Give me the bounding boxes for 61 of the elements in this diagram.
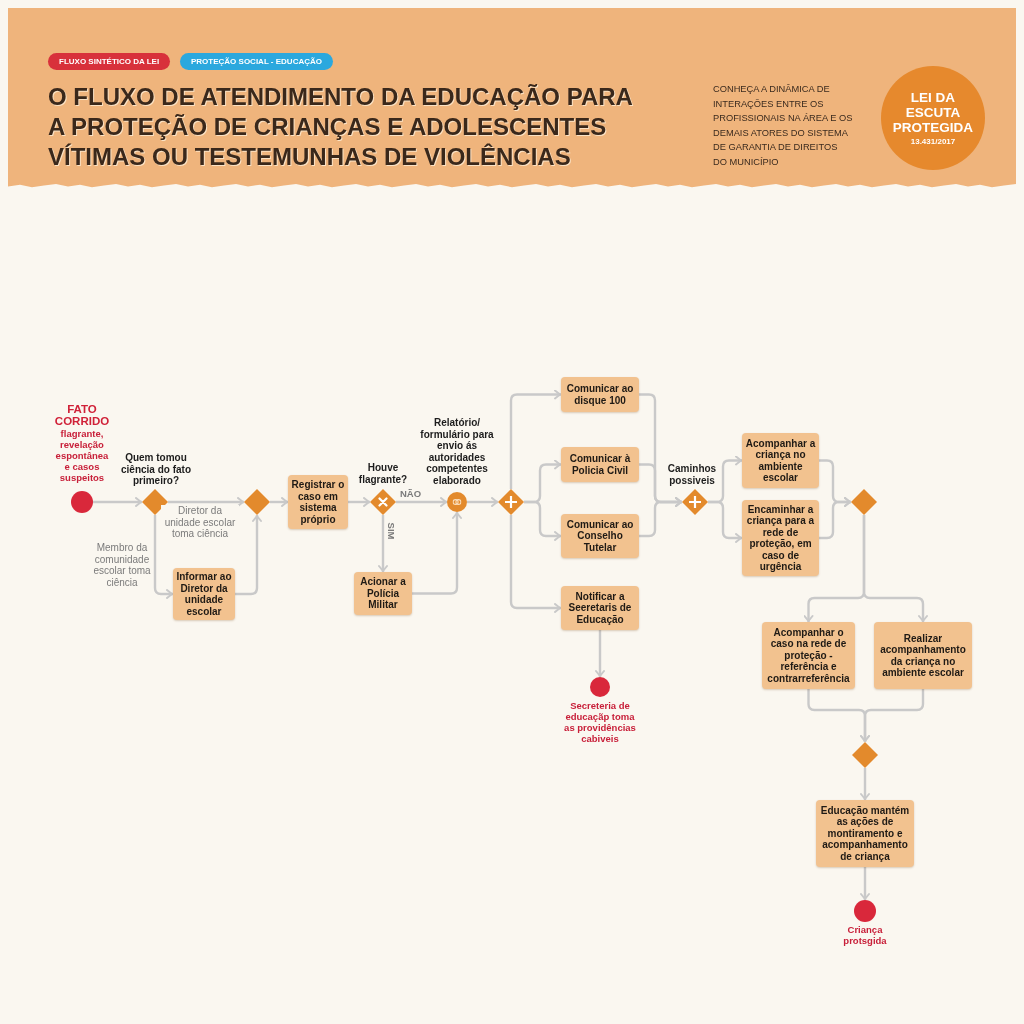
category-tag: FLUXO SINTÉTICO DA LEI xyxy=(48,53,171,70)
flow-arrow xyxy=(860,768,870,800)
task-box: Notificar a Seeretaris de Educação xyxy=(561,586,639,630)
edge-label: NÃO xyxy=(400,488,422,500)
event-label: Relatório/ formulário para envio ás autoridades competentes elaborado xyxy=(419,417,495,486)
task-box: Realizar acompanhamento da criança no ambiente escolar xyxy=(874,622,972,689)
badge-title: LEI DA ESCUTA PROTEGIDA xyxy=(891,89,975,135)
category-tag: PROTEÇÃO SOCIAL - EDUCAÇÃO xyxy=(180,53,333,70)
intermediate-event-circle xyxy=(447,492,467,512)
end-event-circle xyxy=(590,677,610,697)
task-box: Acompanhar a criança no ambiente escolar xyxy=(742,433,819,488)
flow-arrow xyxy=(396,497,447,507)
title: O FLUXO DE ATENDIMENTO DA EDUCAÇÃO PARA A PROTEÇÃO DE CRIANÇAS E ADOLESCENTES VÍTIMAS OU TESTEMUNHAS DE VIOLÊNCIAS xyxy=(48,82,633,172)
question-label: Houve flagrante? xyxy=(357,462,409,485)
flow-arrow xyxy=(860,867,870,900)
gateway-diamond xyxy=(244,489,270,515)
flow-arrow xyxy=(524,500,561,541)
flow-arrow xyxy=(467,497,498,507)
task-box: Informar ao Diretor da unidade escolar xyxy=(173,568,235,620)
flow-arrow xyxy=(509,515,561,613)
edge-label: Diretor da unidade escolar toma ciência xyxy=(161,505,239,540)
badge-number: 13.431/2017 xyxy=(910,136,956,147)
flow-arrow xyxy=(378,515,388,572)
edge-label: Membro da comunidade escolar toma ciência xyxy=(93,542,151,588)
flow-arrow xyxy=(819,497,851,540)
gateway-diamond xyxy=(498,489,524,515)
task-box: Educação mantém as ações de montiramento e acompanhamento de criança xyxy=(816,800,914,867)
flow-arrow xyxy=(153,515,173,599)
flow-arrow xyxy=(412,512,462,595)
task-box: Comunicar à Policia Civil xyxy=(561,447,639,482)
task-box: Comunicar ao Conselho Tutelar xyxy=(561,514,639,558)
task-box: Registrar o caso em sistema próprio xyxy=(288,475,348,529)
event-label: FATO CORRIDO xyxy=(53,403,111,427)
gateway-diamond xyxy=(851,489,877,515)
gateway-label: Caminhos possiveis xyxy=(666,463,718,486)
flow-arrow xyxy=(270,497,288,507)
flow-arrow xyxy=(860,689,925,742)
flow-arrow xyxy=(93,497,142,507)
gateway-diamond xyxy=(142,489,168,515)
task-box: Encaminhar a criança para a rede de proteção, em caso de urgência xyxy=(742,500,819,576)
event-label: Secreteria de educaçãp toma as providências cabiveis xyxy=(563,700,637,744)
event-label: Criança protsgida xyxy=(842,924,888,946)
gateway-diamond xyxy=(852,742,878,768)
gateway-diamond xyxy=(682,489,708,515)
flow-arrow xyxy=(168,497,244,507)
task-box: Comunicar ao disque 100 xyxy=(561,377,639,412)
end-event-circle xyxy=(854,900,876,922)
flow-arrow xyxy=(595,630,605,677)
event-label: flagrante, revelação espontânea e casos suspeitos xyxy=(54,428,110,483)
start-event-circle xyxy=(71,491,93,513)
task-box: Acionar a Polícia Militar xyxy=(354,572,412,615)
flow-arrow xyxy=(235,515,262,596)
question-label: Quem tomou ciência do fato primeiro? xyxy=(120,452,192,487)
task-box: Acompanhar o caso na rede de proteção - referência e contrarreferência xyxy=(762,622,855,689)
flow-arrow xyxy=(708,500,742,543)
gateway-diamond xyxy=(370,489,396,515)
edge-label: SIM xyxy=(385,522,397,540)
flow-arrow xyxy=(509,389,561,489)
description-text: CONHEÇA A DINÂMICA DE INTERAÇÕES ENTRE OS PROFISSIONAIS NA ÁREA E OS DEMAIS ATORES DO SISTEMA DE GARANTIA DE DIREITOS DO MUNICÍPIO xyxy=(713,83,853,169)
flow-arrow xyxy=(862,515,928,622)
flow-arrow xyxy=(348,497,370,507)
